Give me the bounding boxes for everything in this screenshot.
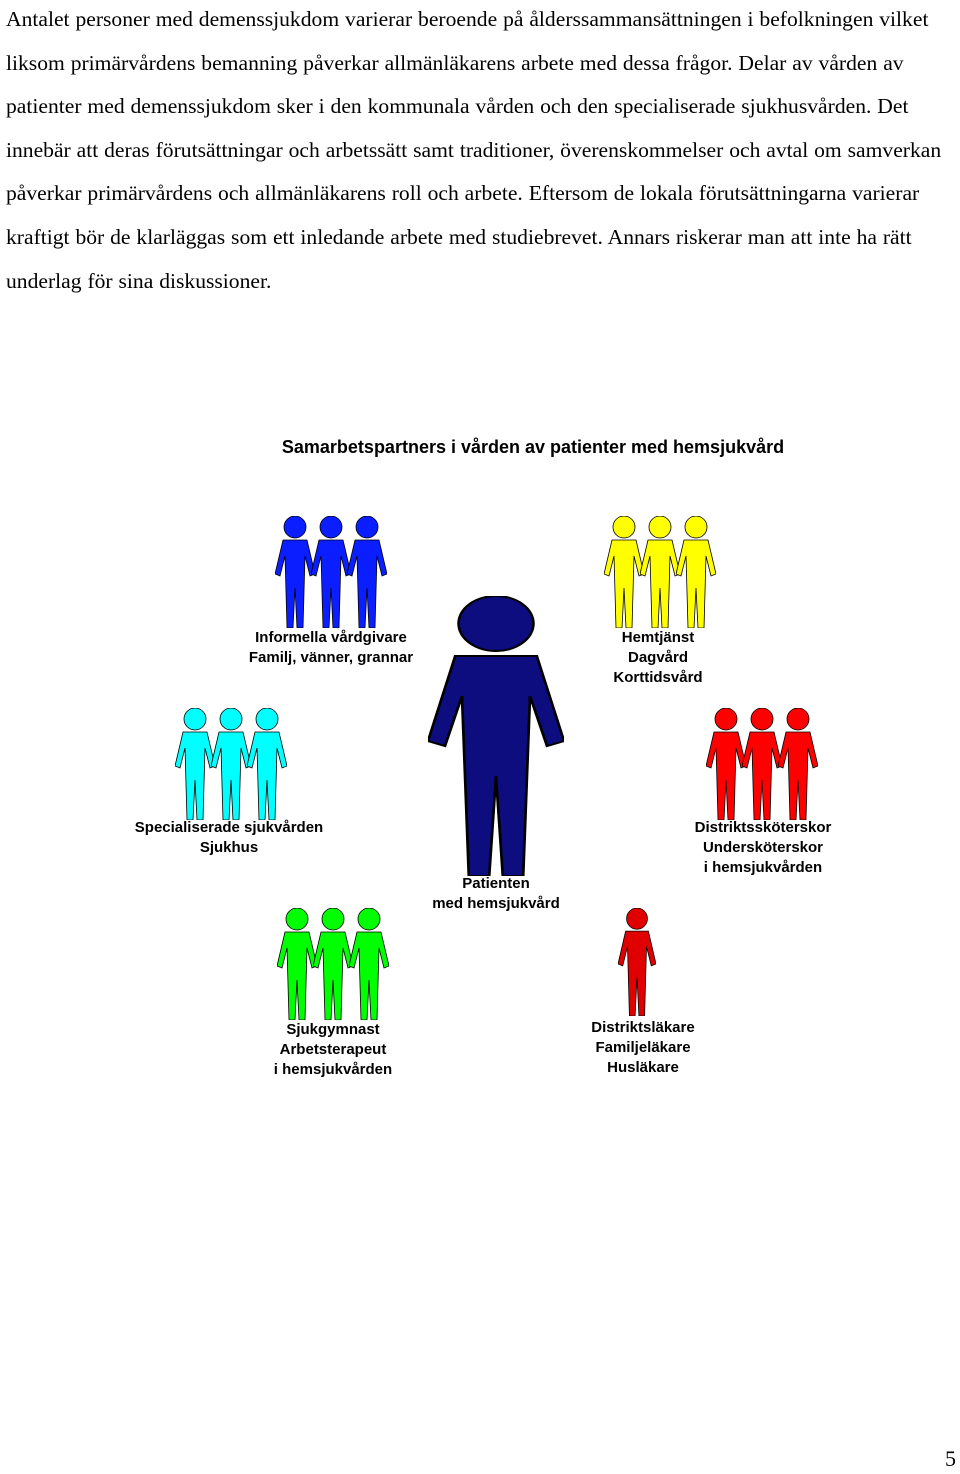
label-line: Distriktsläkare [591, 1019, 695, 1036]
therapists-label: Sjukgymnast Arbetsterapeut i hemsjukvård… [253, 1020, 413, 1080]
home-care-icon [604, 516, 716, 628]
label-line: Sjukhus [199, 839, 259, 856]
informal-caregivers-label: Informella vårdgivare Familj, vänner, gr… [231, 628, 431, 668]
page-number: 5 [945, 1446, 956, 1471]
label-line: Korttidsvård [613, 669, 703, 686]
body-paragraph: Antalet personer med demenssjukdom varie… [6, 7, 942, 293]
therapists-icon [277, 908, 389, 1020]
label-line: Hemtjänst [621, 629, 695, 646]
label-line: Dagvård [627, 649, 689, 666]
district-doctor-label: Distriktsläkare Familjeläkare Husläkare [563, 1018, 723, 1078]
label-line: Husläkare [607, 1059, 679, 1076]
diagram-title: Samarbetspartners i vården av patienter … [281, 437, 785, 457]
district-doctor-icon [618, 908, 656, 1016]
patient-icon [428, 596, 564, 876]
informal-caregivers-icon [275, 516, 387, 628]
specialist-care-label: Specialiserade sjukvården Sjukhus [109, 818, 349, 858]
district-nurses-icon [706, 708, 818, 820]
home-care-label: Hemtjänst Dagvård Korttidsvård [578, 628, 738, 688]
label-line: Familjeläkare [595, 1039, 691, 1056]
label-line: i hemsjukvården [703, 859, 823, 876]
label-line: i hemsjukvården [273, 1061, 393, 1078]
specialist-care-icon [175, 708, 287, 820]
label-line: Arbetsterapeut [279, 1041, 387, 1058]
district-nurses-label: Distriktssköterskor Undersköterskor i he… [673, 818, 853, 878]
label-line: Informella vårdgivare [255, 629, 407, 646]
label-line: Patienten [462, 875, 530, 892]
patient-label: Patienten med hemsjukvård [416, 874, 576, 914]
label-line: Specialiserade sjukvården [134, 819, 324, 836]
label-line: Distriktssköterskor [694, 819, 832, 836]
label-line: Undersköterskor [702, 839, 824, 856]
label-line: Sjukgymnast [286, 1021, 380, 1038]
label-line: Familj, vänner, grannar [248, 649, 414, 666]
label-line: med hemsjukvård [432, 895, 560, 912]
